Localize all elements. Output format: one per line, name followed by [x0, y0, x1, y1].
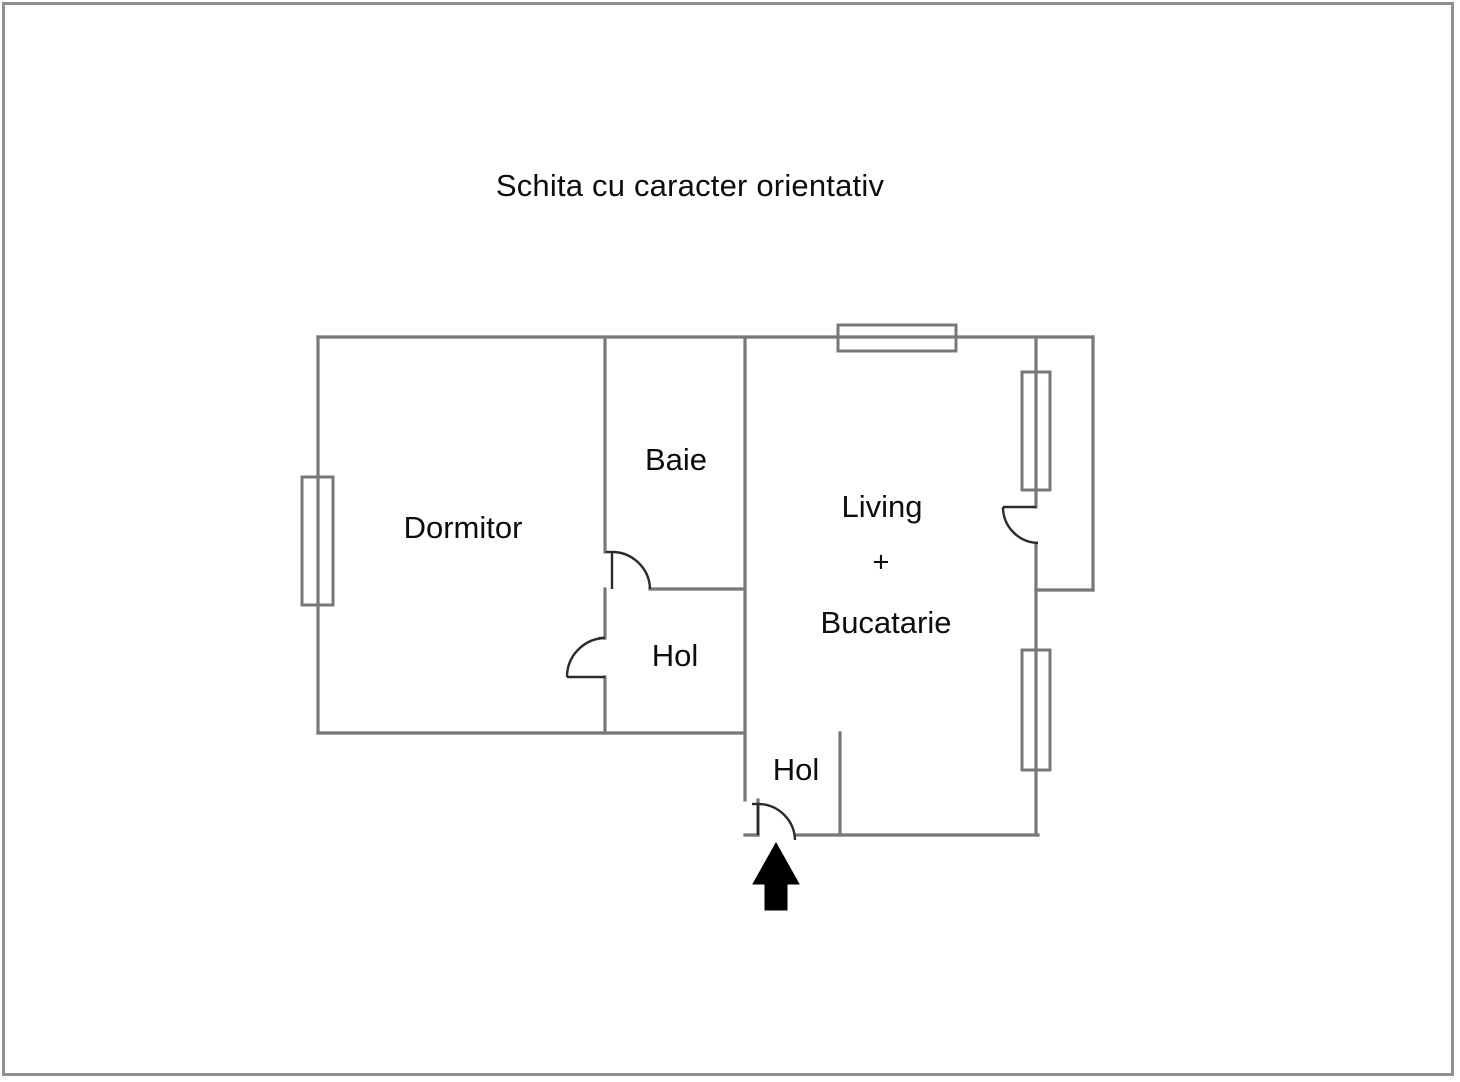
door-entrance	[752, 802, 797, 841]
windows	[300, 323, 1052, 772]
walls	[316, 335, 1095, 837]
door-baie-swing-arc	[611, 550, 652, 590]
entrance-arrow-icon	[752, 841, 800, 911]
door-baie	[606, 550, 652, 590]
room-label-hol-lower: Hol	[772, 752, 820, 787]
door-balcony-swing-arc	[1001, 506, 1039, 545]
entrance-arrow-shape	[752, 841, 800, 911]
room-label-living: Living	[841, 489, 923, 524]
door-dormitor	[565, 636, 606, 679]
window-wall-overlines	[316, 335, 1038, 770]
door-balcony	[1001, 505, 1039, 545]
door-entrance-swing-arc	[757, 802, 797, 841]
door-dormitor-swing-arc	[565, 636, 606, 678]
page-title: Schita cu caracter orientativ	[495, 168, 885, 203]
room-label-living-plus: +	[872, 546, 890, 579]
room-label-dormitor: Dormitor	[403, 510, 523, 545]
room-label-baie: Baie	[644, 442, 708, 477]
room-label-bucatarie: Bucatarie	[820, 605, 952, 640]
room-label-hol-upper: Hol	[651, 638, 699, 673]
